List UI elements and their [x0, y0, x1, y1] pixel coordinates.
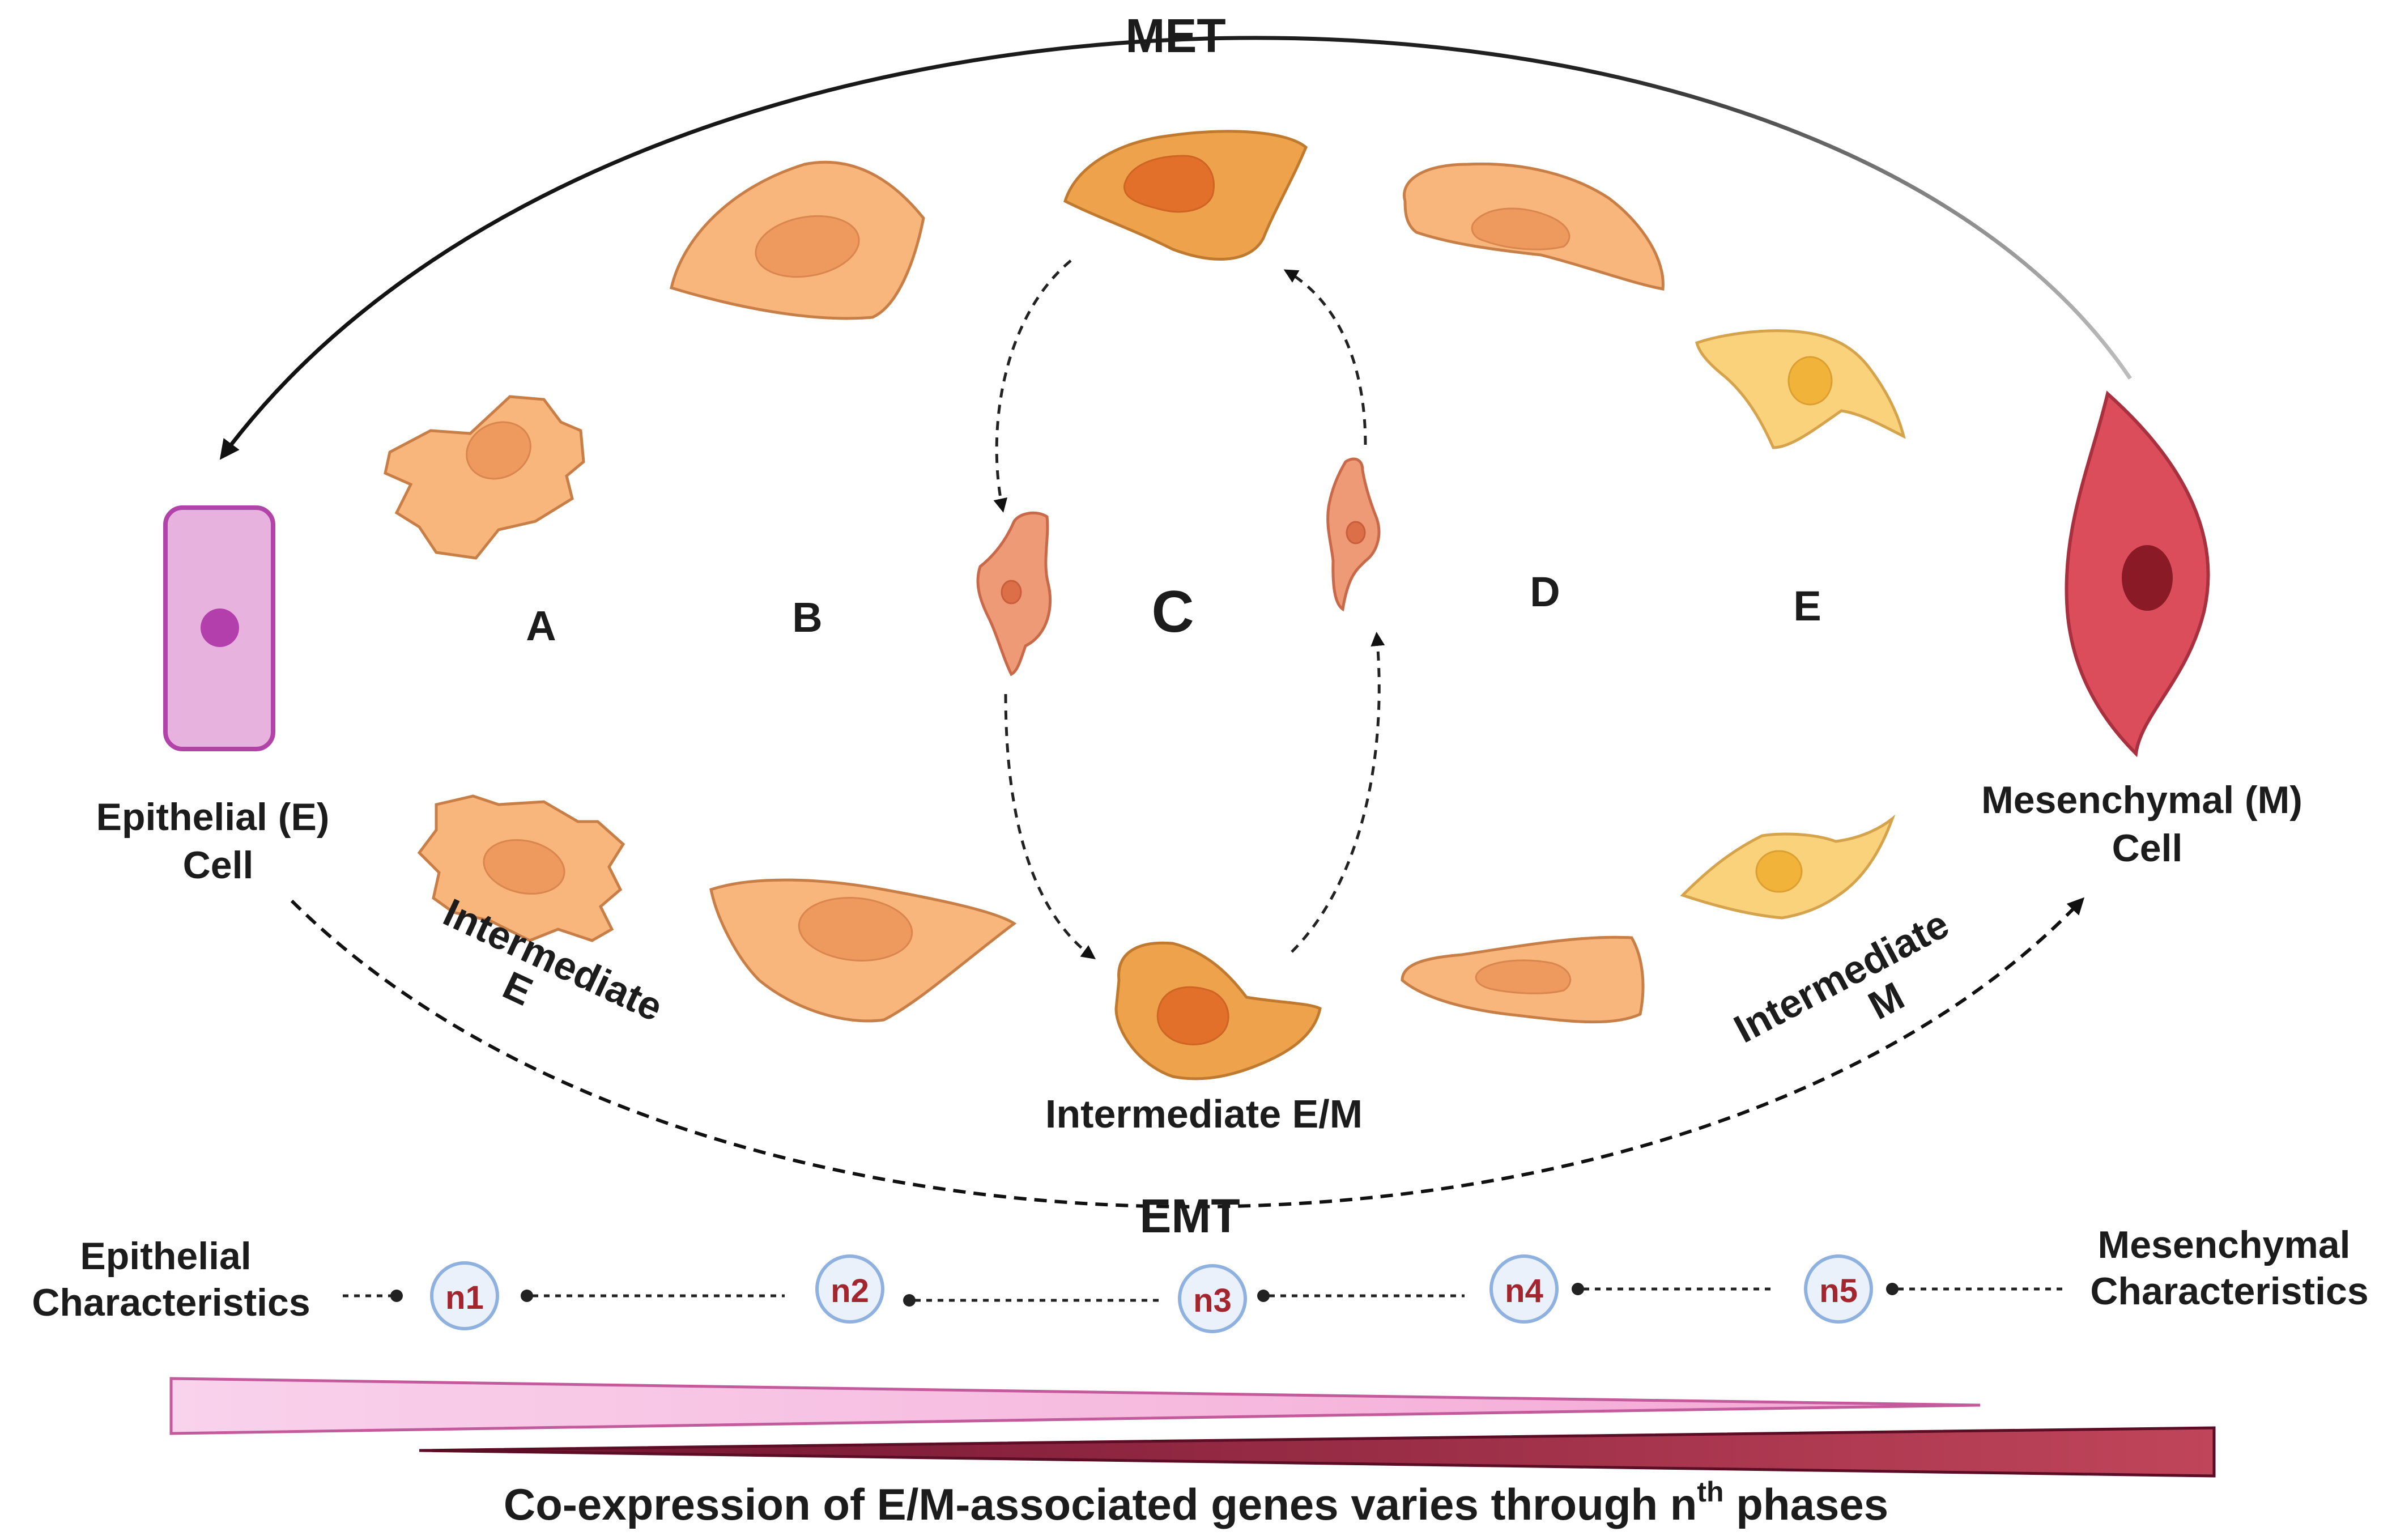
caption: Co-expression of E/M-associated genes va…: [504, 1476, 1888, 1529]
phase-n3: n3: [1178, 1264, 1247, 1333]
cycle-arrow-left-bottom: [1004, 694, 1096, 959]
phase-n3-label: n3: [1193, 1282, 1232, 1319]
cell-e-lower: [1680, 814, 1896, 920]
met-arrow: [219, 36, 2132, 460]
cell-d-upper: [1403, 162, 1665, 291]
phase-connectors: [343, 1283, 2062, 1307]
cell-c-right: [1326, 457, 1381, 612]
emt-arrow: [290, 897, 2085, 1209]
cell-c-top: [1063, 130, 1308, 261]
stage-letter-a: A: [526, 602, 556, 649]
phase-n5-label: n5: [1819, 1273, 1858, 1309]
cycle-arrow-bottom-right: [1291, 632, 1385, 953]
mesenchymal-characteristics-label: Mesenchymal Characteristics: [2090, 1223, 2368, 1313]
cell-c-left: [976, 511, 1052, 677]
epithelial-cell: [163, 505, 275, 751]
mesenchymal-expression-wedge: [419, 1426, 2216, 1478]
cell-b-lower: [709, 878, 1017, 1023]
cell-a-upper: [384, 395, 585, 560]
phase-n4-label: n4: [1505, 1273, 1543, 1309]
cell-b-upper: [670, 160, 925, 320]
mesenchymal-cell-label: Mesenchymal (M) Cell: [1981, 778, 2313, 870]
cycle-arrow-top-left: [993, 259, 1072, 513]
cell-e-upper: [1695, 329, 1906, 449]
epithelial-characteristics-label: Epithelial Characteristics: [32, 1235, 310, 1324]
stage-letter-c: C: [1151, 579, 1194, 645]
cell-d-lower: [1401, 935, 1645, 1024]
stage-letter-b: B: [792, 594, 822, 641]
emt-label: EMT: [1139, 1189, 1240, 1243]
phase-n1: n1: [430, 1261, 499, 1330]
met-label: MET: [1125, 9, 1225, 62]
phase-n1-label: n1: [445, 1279, 484, 1316]
phase-n2-label: n2: [831, 1273, 869, 1309]
stage-letter-e: E: [1793, 582, 1821, 629]
intermediate-em-label: Intermediate E/M: [1045, 1092, 1363, 1136]
phase-n5: n5: [1804, 1254, 1873, 1324]
phase-n2: n2: [815, 1254, 884, 1324]
phase-n4: n4: [1489, 1254, 1559, 1324]
stage-letter-d: D: [1530, 568, 1560, 615]
cycle-arrow-right-top: [1283, 269, 1367, 445]
epithelial-expression-wedge: [169, 1377, 1981, 1435]
epithelial-cell-label: Epithelial (E) Cell: [96, 795, 341, 887]
intermediate-m-label: Intermediate M: [1727, 896, 1986, 1089]
cell-a-lower: [417, 794, 625, 942]
cell-c-bottom: [1114, 941, 1322, 1080]
mesenchymal-cell: [2065, 390, 2210, 758]
